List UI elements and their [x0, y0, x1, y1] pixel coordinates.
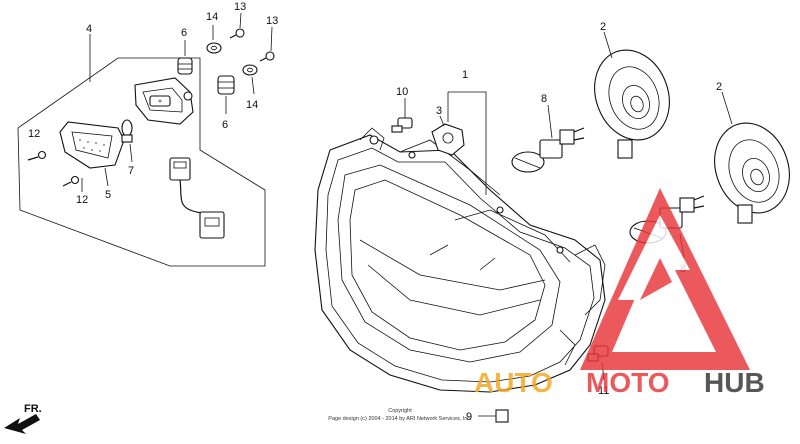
- washer-14-upper: [206, 25, 222, 54]
- leader-1: [448, 91, 487, 195]
- callout-4: 4: [86, 23, 92, 35]
- watermark-text-auto: AUTO: [474, 367, 553, 398]
- headlight-bulb-upper: [511, 104, 585, 173]
- callout-7: 7: [128, 165, 134, 177]
- callout-9: 9: [466, 411, 472, 423]
- callout-8-upper: 8: [541, 93, 547, 105]
- callout-14-upper: 14: [206, 11, 218, 23]
- washer-14-lower: [242, 64, 258, 95]
- callout-14-lower: 14: [246, 99, 258, 111]
- screw-13-lower: [259, 26, 275, 62]
- callout-1: 1: [462, 69, 468, 81]
- headlight-assembly: [314, 127, 606, 393]
- screw-12-lower: [62, 175, 80, 187]
- direction-label: FR.: [24, 403, 42, 415]
- socket-cap-3: [431, 115, 465, 156]
- callout-3: 3: [436, 105, 442, 117]
- callout-2-upper: 2: [600, 21, 606, 33]
- leader-7: [129, 143, 133, 163]
- callout-11: 11: [598, 385, 609, 397]
- watermark-text-moto: MOTO: [586, 367, 669, 398]
- callout-6-upper: 6: [181, 27, 187, 39]
- screw-12-upper: [27, 150, 47, 161]
- callout-13-lower: 13: [266, 15, 278, 27]
- callout-labels: 1 2 2 3 4 5 6 6 7 8 8 9 10 11 12 12 13 1…: [28, 1, 722, 423]
- bolt-10: [391, 98, 413, 133]
- copyright-line-2: Page design (c) 2004 - 2014 by ARI Netwo…: [328, 416, 472, 422]
- callout-6-lower: 6: [222, 119, 228, 131]
- callout-2-lower: 2: [716, 81, 722, 93]
- position-light-housing: [134, 77, 194, 125]
- dust-cover-upper: [594, 31, 670, 159]
- position-light-group: [17, 34, 266, 267]
- callout-12-lower: 12: [76, 194, 88, 206]
- front-direction-arrow: FR.: [4, 403, 42, 434]
- clip-9: [478, 409, 509, 423]
- watermark-triangle: [580, 188, 750, 370]
- group-outline: [17, 57, 266, 267]
- callout-10: 10: [396, 86, 408, 98]
- copyright-line-1: Copyright: [388, 408, 412, 414]
- callout-12-upper: 12: [28, 128, 40, 140]
- automotohub-watermark: AUTO MOTO HUB: [474, 188, 765, 398]
- callout-5: 5: [105, 189, 111, 201]
- grommet-6-upper: [177, 40, 193, 75]
- copyright-notice: Copyright Page design (c) 2004 - 2014 by…: [328, 408, 472, 422]
- grommet-6-lower: [217, 75, 235, 114]
- leader-5: [104, 167, 109, 187]
- watermark-text-hub: HUB: [704, 367, 765, 398]
- bulb-small: [121, 119, 133, 163]
- callout-13-upper: 13: [234, 1, 246, 13]
- position-lens: [59, 121, 125, 169]
- dust-cover-lower: [714, 91, 790, 224]
- socket-harness: [169, 157, 225, 239]
- screw-13-upper: [229, 12, 245, 39]
